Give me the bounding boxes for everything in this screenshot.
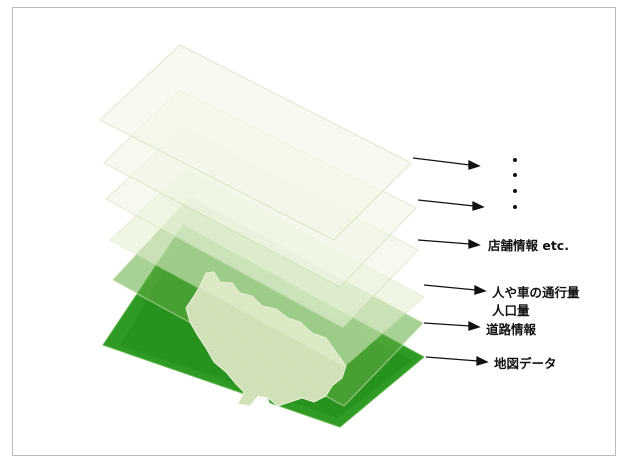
arrow-map-data [425, 356, 479, 362]
layer-extra-2 [99, 44, 412, 241]
label-road-info: 道路情報 [486, 322, 537, 337]
arrow-store-info [417, 239, 471, 245]
arrow-head-store-info [468, 238, 481, 249]
coast-gap [238, 396, 272, 414]
ellipsis-dot [513, 158, 517, 162]
arrow-traffic [423, 284, 477, 291]
label-map-data: 地図データ [494, 356, 557, 371]
arrow-layer-top [412, 157, 471, 166]
label-traffic: 人や車の通行量 [492, 285, 580, 300]
arrow-layer-5 [417, 199, 475, 207]
arrow-head-layer-top [468, 159, 481, 170]
ellipsis-dot [513, 205, 517, 209]
arrow-head-road-info [468, 320, 481, 331]
arrow-head-map-data [476, 355, 489, 366]
ellipsis-dot [513, 173, 517, 177]
ellipsis-dot [513, 189, 517, 193]
arrow-head-layer-5 [472, 200, 485, 211]
arrow-head-traffic [474, 284, 487, 295]
label-store-info: 店舗情報 etc. [488, 238, 569, 253]
arrow-road-info [423, 322, 471, 327]
label-population: 人口量 [492, 303, 530, 318]
ellipsis-dots [513, 158, 517, 209]
